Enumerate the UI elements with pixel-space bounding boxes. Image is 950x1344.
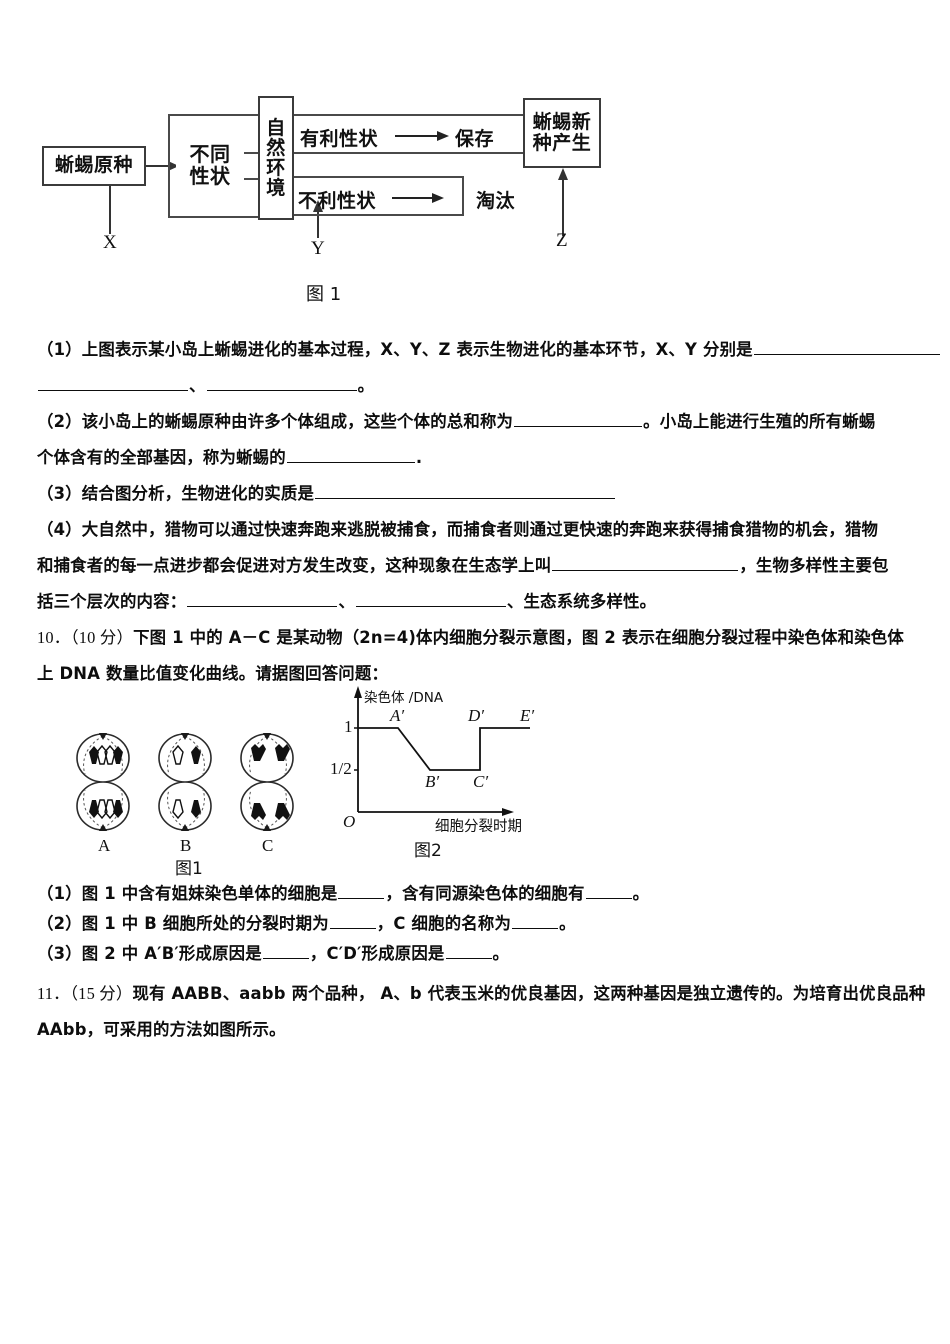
figure-2-point-e: E′ xyxy=(520,706,535,725)
q9-1-line2: 、。 xyxy=(37,372,374,396)
q9-2-blank-1[interactable] xyxy=(514,410,643,427)
q10-3-text-c: 。 xyxy=(492,944,510,963)
box-original-lizard-species-label: 蜥蜴原种 xyxy=(54,154,133,177)
q10-2-blank-2[interactable] xyxy=(512,912,559,929)
label-unfavorable-trait: 不利性状 xyxy=(298,190,377,212)
q9-4-blank-3[interactable] xyxy=(355,590,506,607)
q11-text-2: AAbb，可采用的方法如图所示。 xyxy=(37,1020,286,1039)
cell-label-b: B xyxy=(180,836,192,855)
q9-4-text-a: （4）大自然中，猎物可以通过快速奔跑来逃脱被捕食，而捕食者则通过更快速的奔跑来获… xyxy=(37,520,879,539)
q9-2-line2: 个体含有的全部基因，称为蜥蜴的. xyxy=(37,444,422,468)
q10-2-text-c: 。 xyxy=(559,914,576,933)
q9-4-line1: （4）大自然中，猎物可以通过快速奔跑来逃脱被捕食，而捕食者则通过更快速的奔跑来获… xyxy=(37,516,878,540)
q10-2-text-a: （2）图 1 中 B 细胞所处的分裂时期为 xyxy=(37,914,329,933)
q11-number: 11． xyxy=(37,984,70,1003)
q9-1-blank-3[interactable] xyxy=(206,374,357,391)
q9-2-text-a: （2）该小岛上的蜥蜴原种由许多个体组成，这些个体的总和称为 xyxy=(37,412,514,431)
q9-3-blank-1[interactable] xyxy=(315,482,616,499)
figure-1-evolution-diagram: 蜥蜴原种 不同 性状 自 然 环 境 有利性状 保存 不利性状 淘汰 蜥蜴新 种… xyxy=(0,88,950,306)
q10-stem-line2: 上 DNA 数量比值变化曲线。请据图回答问题： xyxy=(37,660,388,684)
figure-2-point-a: A′ xyxy=(390,706,405,725)
figure-2-chart: 染色体 /DNA 细胞分裂时期 O 1 1/2 A′ B′ C′ D′ E′ 图… xyxy=(330,684,630,861)
q9-3-text: （3）结合图分析，生物进化的实质是 xyxy=(37,484,315,503)
q10-3-blank-1[interactable] xyxy=(262,942,309,959)
q11-line1: 11．（15 分）现有 AABB、aabb 两个品种， A、b 代表玉米的优良基… xyxy=(37,980,925,1004)
q9-2-blank-2[interactable] xyxy=(286,446,415,463)
q9-2-text-d: . xyxy=(415,448,423,467)
q10-3-text-a: （3）图 2 中 A′B′形成原因是 xyxy=(37,944,262,963)
q9-1-period: 。 xyxy=(357,376,375,395)
figure-2-caption: 图2 xyxy=(414,841,442,861)
q10-1-blank-2[interactable] xyxy=(585,882,632,899)
box-natural-environment: 自 然 环 境 xyxy=(258,96,294,220)
q9-3-line1: （3）结合图分析，生物进化的实质是 xyxy=(37,480,616,504)
figure-2-origin-label: O xyxy=(343,812,356,831)
label-eliminated: 淘汰 xyxy=(476,190,516,212)
q9-4-text-c: ，生物多样性主要包 xyxy=(739,556,889,575)
label-preserved: 保存 xyxy=(455,128,495,150)
q9-1-line1-text: （1）上图表示某小岛上蜥蜴进化的基本过程，X、Y、Z 表示生物进化的基本环节，X… xyxy=(37,340,753,359)
q10-3-text-b: ，C′D′形成原因是 xyxy=(309,944,445,963)
figure-cells-abc: A B C 图1 xyxy=(55,712,325,879)
figure-2-point-b: B′ xyxy=(425,772,440,791)
figure-1-connectors xyxy=(105,131,568,238)
q11-text-1: 现有 AABB、aabb 两个品种， A、b 代表玉米的优良基因，这两种基因是独… xyxy=(132,984,926,1003)
label-y: Y xyxy=(311,238,325,259)
figure-2-y-axis-title: 染色体 /DNA xyxy=(364,690,444,706)
q9-4-blank-2[interactable] xyxy=(187,590,338,607)
q10-3-line: （3）图 2 中 A′B′形成原因是 ，C′D′形成原因是 。 xyxy=(37,940,509,964)
q10-3-blank-2[interactable] xyxy=(445,942,492,959)
box-new-lizard-species: 蜥蜴新 种产生 xyxy=(523,98,601,168)
q10-stem-text-2: 上 DNA 数量比值变化曲线。请据图回答问题： xyxy=(37,664,389,683)
cell-label-c: C xyxy=(262,836,274,855)
figure-1-caption: 图 1 xyxy=(306,284,342,305)
q10-2-blank-1[interactable] xyxy=(329,912,376,929)
q10-2-text-b: ，C 细胞的名称为 xyxy=(376,914,512,933)
figure-cells-caption: 图1 xyxy=(175,859,203,879)
figure-2-point-d: D′ xyxy=(468,706,484,725)
q10-stem-text-1: 下图 1 中的 A－C 是某动物（2n=4)体内细胞分裂示意图，图 2 表示在细… xyxy=(133,628,904,647)
q9-4-blank-1[interactable] xyxy=(552,554,739,571)
label-z: Z xyxy=(556,230,568,251)
figure-2-ytick-half: 1/2 xyxy=(330,759,352,778)
q10-2-line: （2）图 1 中 B 细胞所处的分裂时期为 ，C 细胞的名称为 。 xyxy=(37,910,576,934)
q9-2-line1: （2）该小岛上的蜥蜴原种由许多个体组成，这些个体的总和称为 。小岛上能进行生殖的所… xyxy=(37,408,875,432)
q9-1-blank-2[interactable] xyxy=(38,374,188,391)
label-favorable-trait: 有利性状 xyxy=(300,128,379,150)
q9-4-text-e: 、生态系统多样性。 xyxy=(506,592,657,611)
q9-4-line2: 和捕食者的每一点进步都会促进对方发生改变，这种现象在生态学上叫 ，生物多样性主要包 xyxy=(37,552,889,576)
q9-1-blank-1[interactable] xyxy=(753,338,940,355)
box-different-traits-label: 不同 性状 xyxy=(189,141,231,188)
q9-1-sep: 、 xyxy=(189,376,206,395)
cell-label-a: A xyxy=(98,836,111,855)
q9-2-text-c: 个体含有的全部基因，称为蜥蜴的 xyxy=(37,448,286,467)
q9-2-text-b: 。小岛上能进行生殖的所有蜥蜴 xyxy=(643,412,876,431)
figure-2-ytick-1: 1 xyxy=(344,717,353,736)
q9-4-text-b: 和捕食者的每一点进步都会促进对方发生改变，这种现象在生态学上叫 xyxy=(37,556,552,575)
label-x: X xyxy=(103,232,117,253)
q10-number: 10． xyxy=(37,628,71,647)
cells-abc-drawing xyxy=(76,733,294,831)
q10-1-line: （1）图 1 中含有姐妹染色单体的细胞是 ，含有同源染色体的细胞有 。 xyxy=(37,880,649,904)
box-natural-environment-label: 自 然 环 境 xyxy=(266,116,286,200)
q11-line2: AAbb，可采用的方法如图所示。 xyxy=(37,1016,286,1040)
figure-2-x-axis-title: 细胞分裂时期 xyxy=(435,819,522,835)
box-original-lizard-species: 蜥蜴原种 xyxy=(42,146,146,186)
box-different-traits: 不同 性状 xyxy=(176,128,244,202)
box-new-lizard-species-label: 蜥蜴新 种产生 xyxy=(532,110,592,154)
q10-score: （10 分） xyxy=(70,628,134,647)
q10-stem-line1: 10．（10 分）下图 1 中的 A－C 是某动物（2n=4)体内细胞分裂示意图… xyxy=(37,624,904,648)
figure-2-point-c: C′ xyxy=(473,772,489,791)
q9-4-text-d: 括三个层次的内容： xyxy=(37,592,187,611)
figure-2-plot xyxy=(354,686,530,816)
q10-1-text-a: （1）图 1 中含有姐妹染色单体的细胞是 xyxy=(37,884,338,903)
q10-1-blank-1[interactable] xyxy=(338,882,385,899)
q9-1-line1: （1）上图表示某小岛上蜥蜴进化的基本过程，X、Y、Z 表示生物进化的基本环节，X… xyxy=(37,336,941,360)
q9-4-line3: 括三个层次的内容： 、 、生态系统多样性。 xyxy=(37,588,656,612)
q11-score: （15 分） xyxy=(69,984,133,1003)
q9-4-sep: 、 xyxy=(338,592,355,611)
q10-1-text-b: ，含有同源染色体的细胞有 xyxy=(385,884,585,903)
q10-1-text-c: 。 xyxy=(632,884,650,903)
